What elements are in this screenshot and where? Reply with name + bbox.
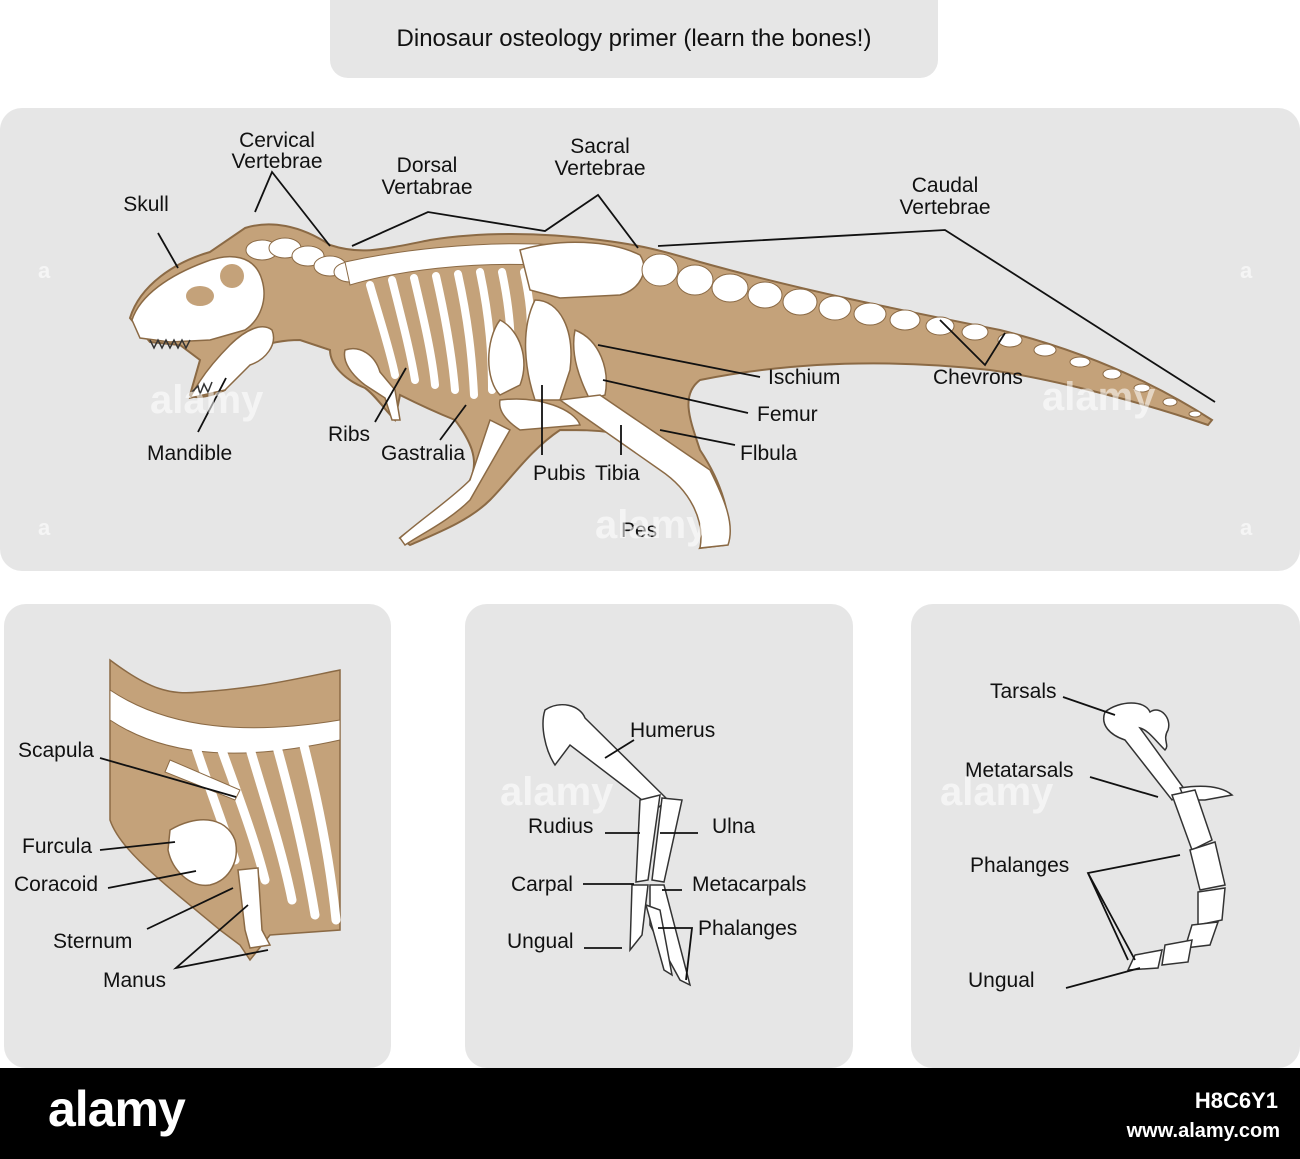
label-caudal-2: Vertebrae bbox=[899, 196, 990, 219]
pes-panel bbox=[911, 604, 1300, 1068]
watermark-letter: a bbox=[1240, 258, 1253, 283]
label-cervical-2: Vertebrae bbox=[231, 150, 322, 173]
footer-bar bbox=[0, 1068, 1300, 1159]
leg-bones bbox=[399, 299, 732, 549]
label-metacarpals: Metacarpals bbox=[692, 873, 806, 896]
watermark: alamy bbox=[940, 770, 1054, 814]
label-ischium: Ischium bbox=[768, 366, 840, 389]
page-title: Dinosaur osteology primer (learn the bon… bbox=[396, 25, 872, 52]
scapula-bone bbox=[164, 759, 241, 801]
coracoid-bone bbox=[167, 819, 237, 886]
title-banner: Dinosaur osteology primer (learn the bon… bbox=[330, 0, 938, 78]
upper-teeth bbox=[149, 338, 191, 350]
label-scapula: Scapula bbox=[18, 739, 94, 762]
lower-teeth bbox=[191, 381, 213, 397]
watermark: alamy bbox=[1042, 375, 1156, 419]
label-tibia: Tibia bbox=[595, 462, 640, 485]
label-carpal: Carpal bbox=[511, 873, 573, 896]
watermark-letter: a bbox=[38, 515, 51, 540]
label-gastralia: Gastralia bbox=[381, 442, 465, 465]
caudal-vertebrae bbox=[641, 253, 1202, 418]
forelimb bbox=[343, 348, 401, 421]
label-furcula: Furcula bbox=[22, 835, 92, 858]
label-manus: Manus bbox=[103, 969, 166, 992]
image-id: H8C6Y1 bbox=[1194, 1088, 1278, 1113]
label-fibula: Flbula bbox=[740, 442, 798, 465]
label-sternum: Sternum bbox=[53, 930, 132, 953]
label-mandible: Mandible bbox=[147, 442, 232, 465]
label-caudal-1: Caudal bbox=[912, 174, 979, 197]
shoulder-ribs bbox=[190, 733, 341, 925]
label-coracoid: Coracoid bbox=[14, 873, 98, 896]
label-ribs: Ribs bbox=[328, 423, 370, 446]
label-cervical-1: Cervical bbox=[239, 129, 315, 152]
shoulder-leader-lines bbox=[99, 757, 269, 970]
label-sacral-2: Vertebrae bbox=[554, 157, 645, 180]
label-dorsal-1: Dorsal bbox=[397, 154, 458, 177]
watermark-letter: a bbox=[1240, 515, 1253, 540]
label-femur: Femur bbox=[757, 403, 818, 426]
orbit bbox=[220, 264, 244, 288]
foot-leader-lines bbox=[1062, 696, 1181, 989]
watermark: alamy bbox=[595, 503, 709, 547]
label-radius: Rudius bbox=[528, 815, 593, 838]
arm-leader-lines bbox=[583, 739, 698, 981]
arm-bones bbox=[542, 703, 692, 987]
label-sacral-1: Sacral bbox=[570, 135, 630, 158]
label-skull: Skull bbox=[123, 193, 169, 216]
mandible-bone bbox=[188, 326, 275, 400]
label-dorsal-2: Vertabrae bbox=[381, 176, 472, 199]
alamy-logo: alamy bbox=[48, 1081, 186, 1137]
label-humerus: Humerus bbox=[630, 719, 715, 742]
label-metatarsals: Metatarsals bbox=[965, 759, 1074, 782]
label-tarsals: Tarsals bbox=[990, 680, 1057, 703]
label-phalanges-arm: Phalanges bbox=[698, 917, 797, 940]
label-pes: Pes bbox=[621, 519, 657, 542]
foot-bones bbox=[1103, 702, 1234, 971]
fenestra bbox=[186, 286, 214, 306]
label-phalanges-foot: Phalanges bbox=[970, 854, 1069, 877]
label-ungual-arm: Ungual bbox=[507, 930, 574, 953]
label-ungual-foot: Ungual bbox=[968, 969, 1035, 992]
label-chevrons: Chevrons bbox=[933, 366, 1023, 389]
sacrum-ilium bbox=[519, 241, 645, 299]
watermark: alamy bbox=[500, 770, 614, 814]
label-pubis: Pubis bbox=[533, 462, 586, 485]
shoulder-vertebrae bbox=[109, 689, 341, 754]
leader-lines bbox=[157, 170, 1216, 455]
label-ulna: Ulna bbox=[712, 815, 756, 838]
manus-bone bbox=[237, 867, 272, 949]
site-url: www.alamy.com bbox=[1126, 1120, 1280, 1142]
watermark: alamy bbox=[150, 378, 264, 422]
watermark-letter: a bbox=[38, 258, 51, 283]
